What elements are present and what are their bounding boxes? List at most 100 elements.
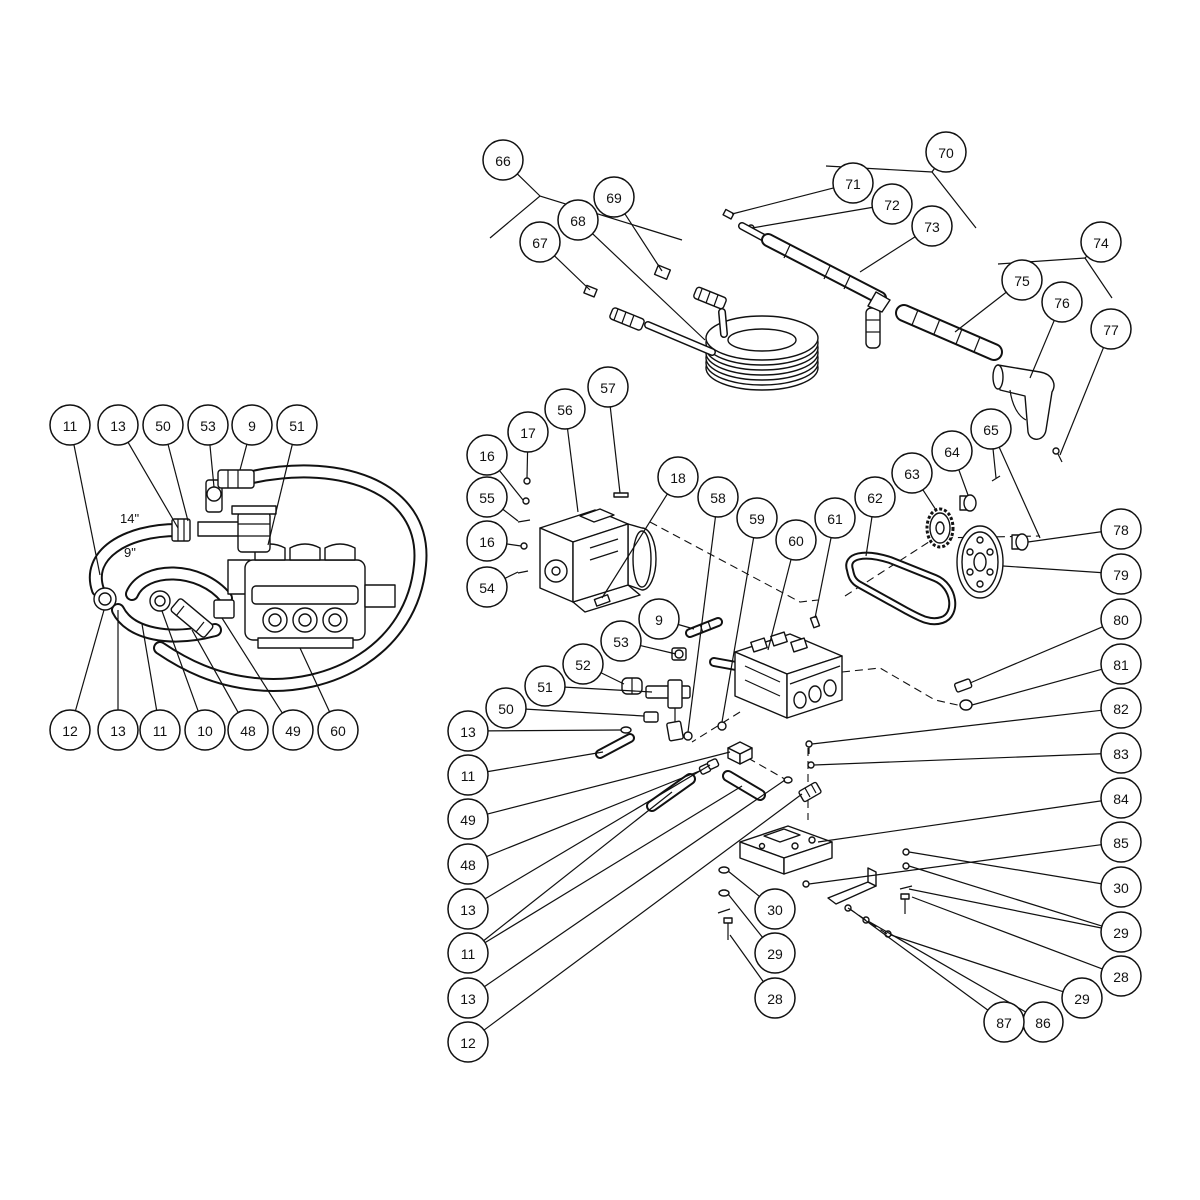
leader-line [483,791,673,942]
callout-number: 60 [788,533,804,549]
callout-61: 61 [814,497,856,539]
callout-circle [970,408,1012,450]
callout-number: 30 [767,902,783,918]
callout-number: 57 [600,380,616,396]
leader-line [890,934,1064,993]
inset-pump [227,543,396,649]
callout-circle [447,710,489,752]
callout-circle [754,888,796,930]
callout-76: 76 [1041,281,1083,323]
inlet-hose-short [722,770,766,801]
callout-10: 10 [184,709,226,751]
callout-55: 55 [466,476,508,518]
leader-line [516,173,541,197]
callout-82: 82 [1100,687,1142,729]
leader-line [624,213,663,272]
callout-circle [139,709,181,751]
callout-number: 11 [153,723,168,739]
callout-circle [466,566,508,608]
leader-line [729,934,764,983]
callout-number: 86 [1035,1015,1051,1031]
callout-number: 60 [330,723,346,739]
callout-48: 48 [227,709,269,751]
callout-number: 62 [867,490,883,506]
callout-circle [891,452,933,494]
leader-line [849,908,989,1011]
inset-fitting [149,590,171,612]
callout-circle [447,1021,489,1063]
inset-unloader-valve [197,505,277,553]
leader-line [504,571,519,579]
callout-86: 86 [1022,1001,1064,1043]
pump-pulley-bushing [1011,533,1029,551]
callout-circle [854,476,896,518]
hose-coupler-left [609,307,645,331]
callout-28: 28 [754,977,796,1019]
callout-number: 11 [461,768,476,784]
callout-number: 54 [479,580,495,596]
leader-line [813,753,1102,766]
leader-line [600,672,625,685]
unloader-tee [645,679,691,742]
callout-circle [1061,977,1103,1019]
callout-number: 13 [460,724,476,740]
callout-circle [983,1001,1025,1043]
callout-number: 9 [655,612,663,628]
high-pressure-hose [644,308,819,391]
callout-circle [562,643,604,685]
callout-circle [544,388,586,430]
callout-circle [871,183,913,225]
callout-number: 11 [63,418,78,434]
inset-filter [170,598,214,638]
callout-number: 73 [924,219,940,235]
callout-12: 12 [447,1021,489,1063]
leader-lines [73,168,1105,1031]
pump-plug-nut [959,699,973,711]
inlet-clamp [783,776,793,784]
leader-line [267,444,293,546]
callout-circle [272,709,314,751]
callout-16: 16 [466,434,508,476]
callout-circle [775,519,817,561]
callout-number: 68 [570,213,586,229]
callout-64: 64 [931,430,973,472]
callout-60: 60 [317,709,359,751]
callout-circle [466,520,508,562]
leader-line [239,444,248,471]
base-nut [802,880,810,888]
leader-line [640,645,677,655]
callout-number: 48 [460,857,476,873]
callout-56: 56 [544,388,586,430]
outlet-alignment-line [841,667,963,707]
callout-number: 75 [1014,273,1030,289]
callout-circle [276,404,318,446]
callout-54: 54 [466,566,508,608]
callout-78: 78 [1100,508,1142,550]
bushing-screw [991,475,1001,482]
hose-clamp [620,726,632,734]
check-valve [717,721,727,731]
callout-number: 69 [606,190,622,206]
leader-line [167,444,189,522]
callout-number: 64 [944,444,960,460]
callout-number: 74 [1093,235,1109,251]
callout-number: 12 [460,1035,476,1051]
callout-number: 81 [1113,657,1129,673]
base-hardware-right [899,848,913,914]
leader-line [969,626,1103,684]
callout-circle [697,476,739,518]
callout-number: 77 [1103,322,1119,338]
leader-line [908,865,1103,927]
callout-number: 13 [110,418,126,434]
motor-pulley-bushing [959,494,977,512]
callout-52: 52 [562,643,604,685]
callout-number: 56 [557,402,573,418]
leader-line [1002,565,1102,574]
callout-circle [587,366,629,408]
leader-line [998,446,1041,539]
callout-number: 18 [670,470,686,486]
callout-circle [1100,866,1142,908]
callout-circle [447,888,489,930]
callout-circle [638,598,680,640]
callout-number: 53 [200,418,216,434]
